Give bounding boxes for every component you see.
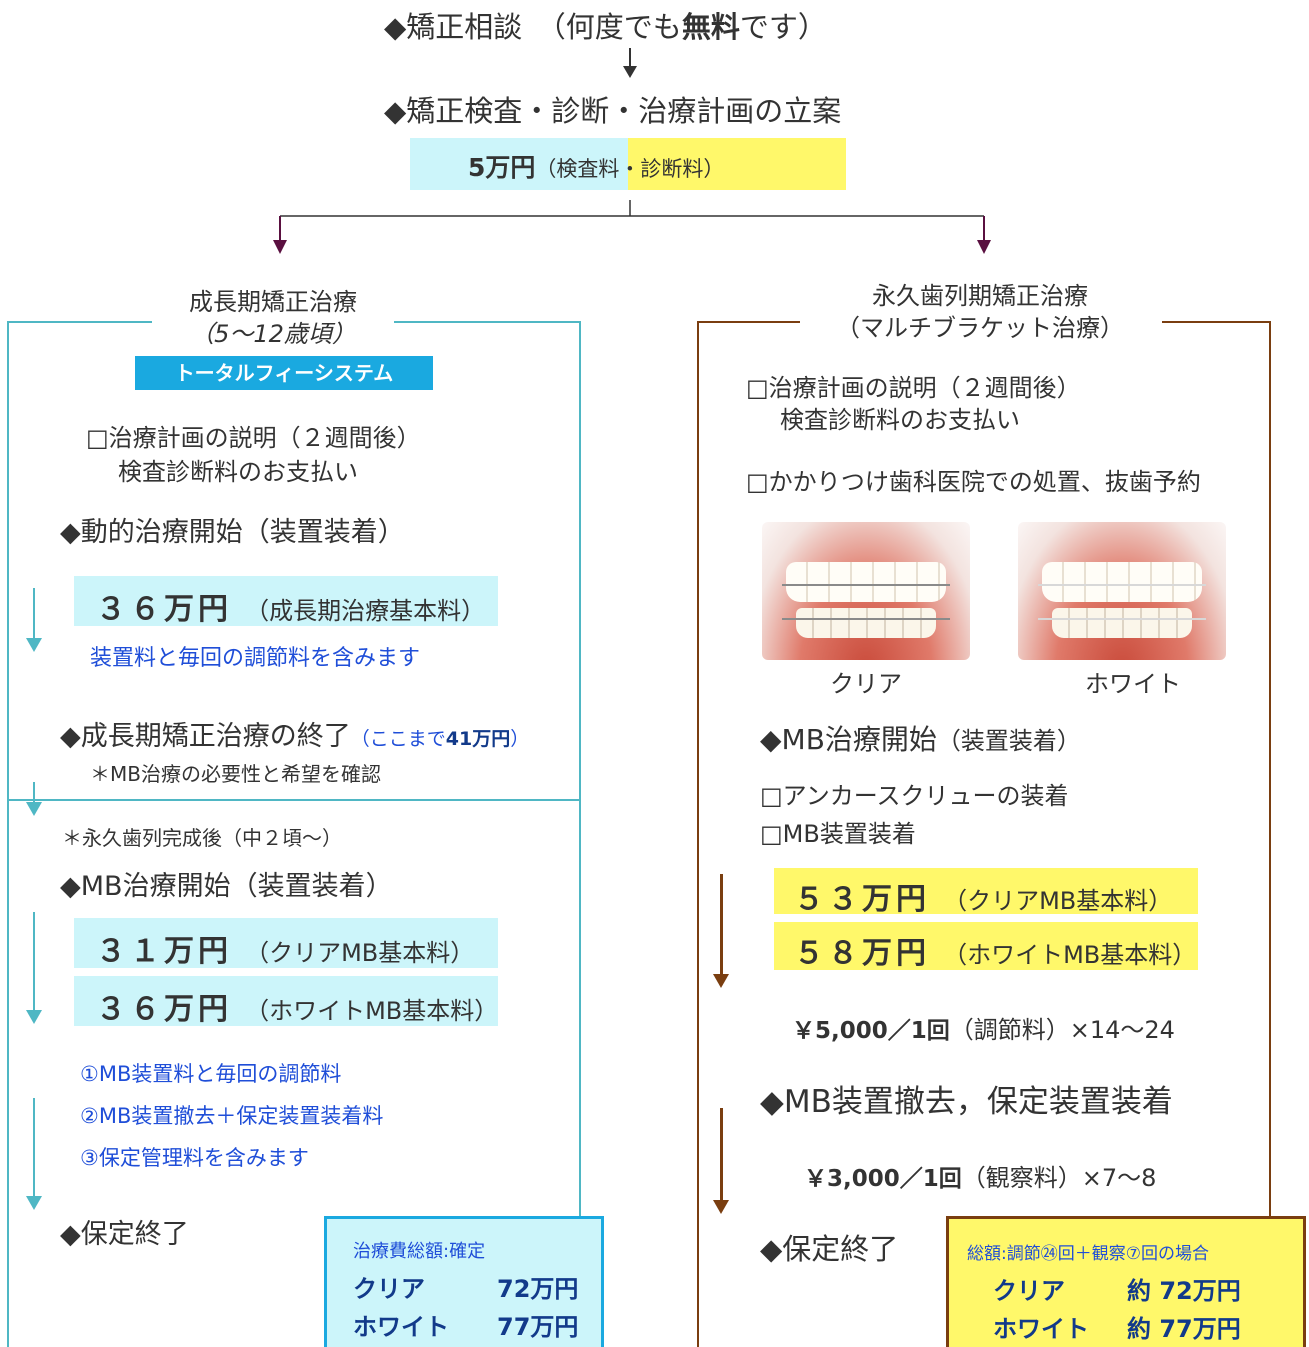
left-plan-1: □治療計画の説明（２週間後） [86, 424, 421, 452]
left-end-amount: 41万円 [445, 728, 511, 750]
right-title-2: （マルチブラケット治療） [836, 314, 1124, 342]
right-title: 永久歯列期矯正治療 （マルチブラケット治療） [800, 280, 1160, 344]
exam-step: ◆矯正検査・診断・治療計画の立案 [384, 94, 842, 128]
right-anchor: □アンカースクリューの装着 [760, 782, 1069, 810]
left-price31-box: ３１万円 （クリアMB基本料） [74, 918, 498, 969]
right-mb-start-main: ◆MB治療開始 [760, 723, 937, 756]
right-removal: ◆MB装置撤去，保定装置装着 [760, 1084, 1173, 1120]
right-adjust: ￥5,000／1回（調節料）×14〜24 [792, 1010, 1175, 1045]
consult-free: 無料 [681, 10, 740, 44]
left-plan-2: 検査診断料のお支払い [118, 458, 358, 486]
left-price31: ３１万円 [96, 934, 232, 969]
left-confirm: ＊MB治療の必要性と希望を確認 [90, 762, 381, 786]
left-end-paren-open: （ [350, 728, 370, 750]
right-total-white: 約 77万円 [1127, 1315, 1241, 1343]
left-dynamic-start: ◆動的治療開始（装置装着） [60, 517, 405, 548]
right-adjust-note: （調節料）×14〜24 [949, 1016, 1175, 1044]
right-price58-note: （ホワイトMB基本料） [943, 941, 1197, 969]
left-inc-2: ②MB装置撤去＋保定装置装着料 [80, 1104, 384, 1128]
left-end-paren-close: ） [510, 728, 530, 750]
left-price36w: ３６万円 [96, 992, 232, 1027]
left-after: ＊永久歯列完成後（中２頃〜） [62, 826, 342, 850]
right-arrow-1 [713, 874, 729, 988]
consult-post: です） [739, 10, 827, 44]
left-arrow-4 [26, 1098, 42, 1210]
exam-fee-box: 5万円（検査料・診断料） [410, 138, 846, 190]
right-mb-start: ◆MB治療開始（装置装着） [760, 718, 1081, 758]
left-total-white: 77万円 [497, 1313, 579, 1341]
right-mb-start-note: （装置装着） [936, 727, 1081, 755]
left-panel-frame [7, 321, 581, 1347]
left-mb-start: ◆MB治療開始（装置装着） [60, 871, 393, 902]
left-price36-box: ３６万円 （成長期治療基本料） [74, 576, 498, 627]
right-total-clear: 約 72万円 [1127, 1277, 1241, 1305]
left-inc-3: ③保定管理料を含みます [80, 1146, 309, 1170]
left-arrow-2 [26, 782, 42, 816]
right-price53: ５３万円 [794, 882, 930, 917]
right-adjust-fee: ￥5,000／1回 [792, 1018, 950, 1044]
down-arrow-1 [623, 48, 637, 78]
left-price36w-note: （ホワイトMB基本料） [245, 997, 499, 1025]
left-title-1: 成長期矯正治療 [189, 288, 357, 316]
left-end-upto: ここまで [369, 728, 446, 750]
left-price36-note: （成長期治療基本料） [245, 597, 486, 625]
left-total-white-label: ホワイト [353, 1313, 449, 1341]
right-plan-1: □治療計画の説明（２週間後） [746, 374, 1081, 402]
left-arrow-3 [26, 912, 42, 1024]
exam-fee-note: （検査料・診断料） [535, 157, 725, 181]
left-price31-note: （クリアMB基本料） [245, 939, 475, 967]
white-caption: ホワイト [1085, 670, 1181, 698]
left-total-clear: 72万円 [497, 1275, 579, 1303]
right-clinic: □かかりつけ歯科医院での処置、抜歯予約 [746, 468, 1201, 496]
right-title-1: 永久歯列期矯正治療 [872, 282, 1088, 310]
left-retain-end: ◆保定終了 [60, 1219, 189, 1250]
right-panel-frame [697, 321, 1271, 1347]
left-price36w-box: ３６万円 （ホワイトMB基本料） [74, 976, 499, 1027]
white-bracket-photo [1018, 522, 1226, 660]
left-price36: ３６万円 [96, 592, 232, 627]
right-price58: ５８万円 [794, 936, 930, 971]
consult-step: ◆矯正相談 （何度でも無料です） [384, 4, 827, 46]
clear-bracket-photo [762, 522, 970, 660]
right-total-white-label: ホワイト [993, 1315, 1089, 1343]
left-total-title: 治療費総額:確定 [353, 1241, 486, 1262]
left-total-clear-label: クリア [353, 1275, 425, 1303]
right-price58-box: ５８万円 （ホワイトMB基本料） [774, 922, 1198, 971]
right-mb-attach: □MB装置装着 [760, 820, 916, 848]
right-observe: ￥3,000／1回（観察料）×7〜8 [804, 1158, 1156, 1193]
branch-connector [273, 200, 991, 254]
right-price53-box: ５３万円 （クリアMB基本料） [774, 868, 1198, 917]
left-growth-end-main: ◆成長期矯正治療の終了 [60, 721, 351, 752]
right-observe-fee: ￥3,000／1回 [804, 1166, 962, 1192]
totalfee-badge: トータルフィーシステム [135, 356, 433, 390]
left-arrow-1 [26, 588, 42, 652]
left-title-2: （5〜12歳頃） [190, 320, 356, 348]
left-growth-end: ◆成長期矯正治療の終了（ここまで41万円） [60, 714, 529, 753]
left-includes: 装置料と毎回の調節料を含みます [90, 646, 421, 671]
left-title: 成長期矯正治療 （5〜12歳頃） [150, 286, 396, 350]
right-total-box: 総額:調節㉔回＋観察⑦回の場合 クリア 約 72万円 ホワイト 約 77万円 [946, 1216, 1306, 1347]
right-arrow-2 [713, 1108, 729, 1214]
right-price53-note: （クリアMB基本料） [943, 887, 1173, 915]
right-observe-note: （観察料）×7〜8 [961, 1164, 1157, 1192]
right-total-title: 総額:調節㉔回＋観察⑦回の場合 [967, 1244, 1209, 1264]
consult-pre: ◆矯正相談 （何度でも [384, 10, 682, 44]
right-plan-2: 検査診断料のお支払い [780, 406, 1020, 434]
right-retain-end: ◆保定終了 [760, 1232, 899, 1266]
right-total-clear-label: クリア [993, 1277, 1065, 1305]
left-total-box: 治療費総額:確定 クリア 72万円 ホワイト 77万円 [324, 1216, 604, 1347]
exam-fee-amount: 5万円 [468, 153, 536, 182]
left-inc-1: ①MB装置料と毎回の調節料 [80, 1062, 342, 1086]
clear-caption: クリア [830, 670, 902, 698]
